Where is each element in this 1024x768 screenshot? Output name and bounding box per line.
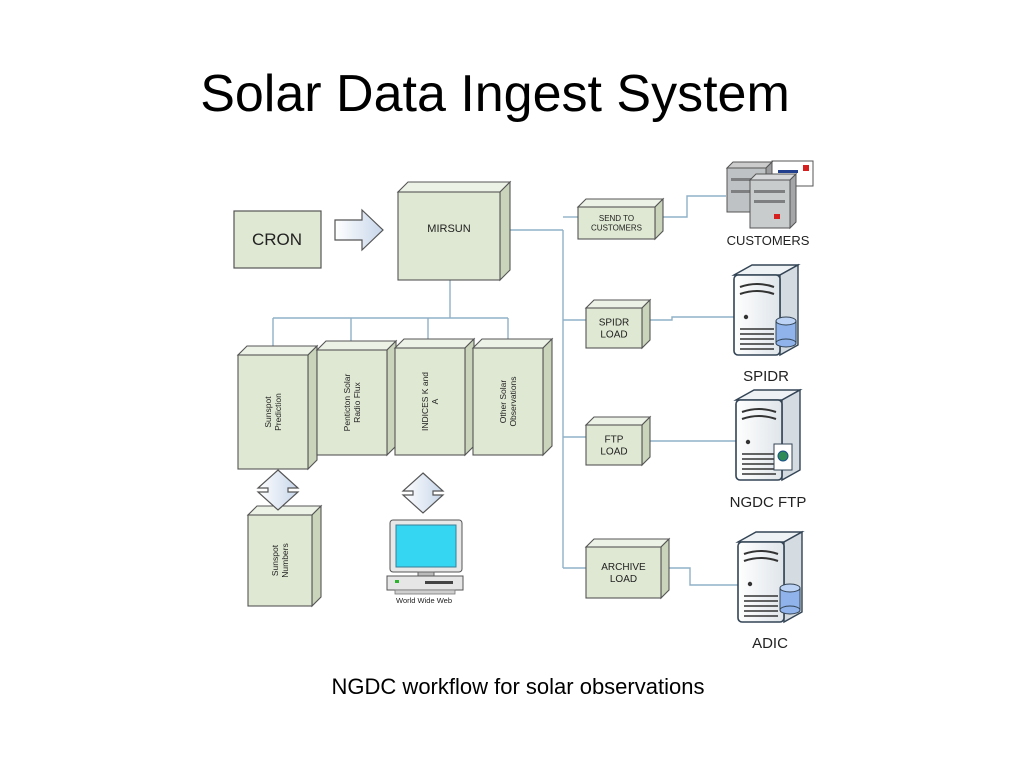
double-arrow-web (401, 472, 445, 514)
connectors (272, 195, 770, 586)
web-computer: World Wide Web (386, 519, 464, 605)
cron-label: CRON (252, 230, 302, 249)
customers-label: CUSTOMERS (727, 233, 810, 248)
send-to-customers-label-line: CUSTOMERS (591, 224, 642, 233)
sunspot-numbers-label-line: Numbers (280, 543, 290, 577)
double-arrow-sunspot (256, 469, 300, 511)
cron-box: CRON (233, 210, 322, 269)
send-to-customers-label-line: SEND TO (599, 214, 634, 223)
other-solar-label-line: Observations (508, 376, 518, 426)
penticton-flux-label-line: Radio Flux (352, 381, 362, 422)
adic-server: ADIC (735, 530, 805, 652)
ftp-load-label-line: LOAD (600, 447, 627, 458)
sunspot-prediction-label-line: Prediction (273, 393, 283, 431)
customers-server-icon: CUSTOMERS (725, 160, 814, 248)
monitor-screen (395, 524, 457, 568)
sunspot-numbers-label-line: Sunspot (270, 544, 280, 576)
indices-k-a-label-line: A (430, 398, 440, 404)
tower-servers: SPIDR NGDC FTP ADIC (730, 263, 807, 652)
web-label: World Wide Web (396, 596, 452, 605)
archive-load-label-line: ARCHIVE (601, 562, 646, 573)
spidr-load-label-line: LOAD (600, 330, 627, 341)
sunspot-prediction-label-line: Sunspot (263, 396, 273, 428)
cron-arrow (334, 208, 384, 252)
spidr-server: SPIDR (731, 263, 801, 385)
archive-load-label-line: LOAD (610, 574, 637, 585)
ftp-load-label-line: FTP (605, 435, 624, 446)
mirsun-box: MIRSUN (396, 180, 512, 282)
ngdc-ftp-server: NGDC FTP (730, 388, 807, 511)
slide-caption: NGDC workflow for solar observations (331, 674, 705, 699)
indices-k-a-label-line: INDICES K and (420, 372, 430, 431)
spidr-load-label-line: SPIDR (599, 318, 630, 329)
mirsun-label-line: MIRSUN (427, 223, 470, 235)
slide-title: Solar Data Ingest System (200, 65, 790, 123)
penticton-flux-label-line: Penticton Solar (342, 374, 352, 432)
adic-server-label: ADIC (752, 635, 788, 652)
connector-send-customers (663, 195, 726, 218)
connector-spidr-server (650, 316, 766, 321)
ngdc-ftp-server-label: NGDC FTP (730, 494, 807, 511)
spidr-server-label: SPIDR (743, 368, 789, 385)
connector-archive-server (669, 567, 770, 586)
other-solar-label-line: Other Solar (498, 380, 508, 424)
